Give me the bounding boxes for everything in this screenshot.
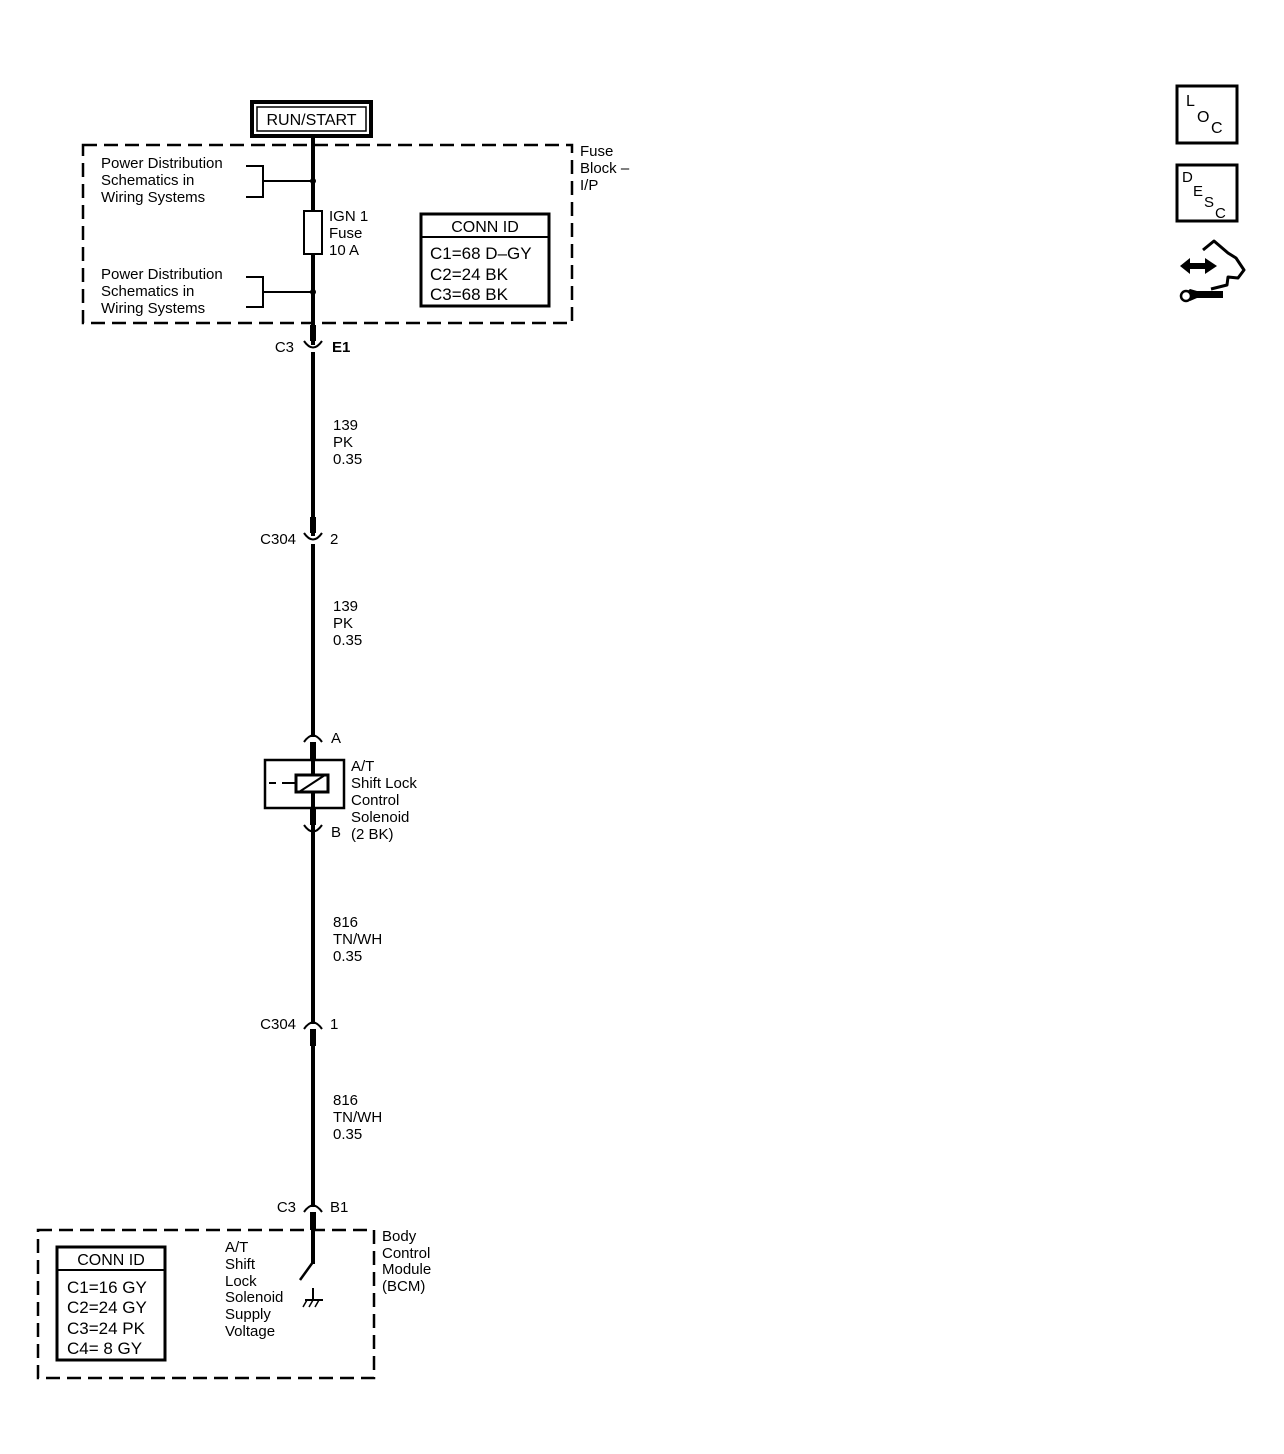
- wire-label-139-lower: 139 PK 0.35: [333, 598, 362, 649]
- svg-text:Schematics in: Schematics in: [101, 172, 194, 189]
- wire-label-139-upper: 139 PK 0.35: [333, 417, 362, 468]
- svg-text:0.35: 0.35: [333, 948, 362, 965]
- svg-text:A/T: A/T: [225, 1239, 248, 1256]
- wire-label-816-upper: 816 TN/WH 0.35: [333, 914, 382, 965]
- svg-text:A/T: A/T: [351, 758, 374, 775]
- svg-text:CONN ID: CONN ID: [451, 219, 519, 236]
- svg-text:0.35: 0.35: [333, 632, 362, 649]
- svg-text:B1: B1: [330, 1199, 348, 1216]
- svg-text:Solenoid: Solenoid: [225, 1289, 283, 1306]
- desc-icon[interactable]: [1175, 163, 1239, 223]
- svg-text:Schematics in: Schematics in: [101, 283, 194, 300]
- svg-text:C2=24 BK: C2=24 BK: [430, 265, 509, 284]
- svg-text:Wiring Systems: Wiring Systems: [101, 300, 205, 317]
- svg-text:A: A: [331, 730, 341, 747]
- svg-text:Fuse: Fuse: [329, 225, 362, 242]
- connector-solenoid-b: B: [303, 809, 341, 841]
- svg-text:C1=16 GY: C1=16 GY: [67, 1278, 147, 1297]
- svg-text:TN/WH: TN/WH: [333, 931, 382, 948]
- svg-text:S: S: [1204, 194, 1214, 211]
- svg-text:L: L: [1186, 93, 1195, 110]
- svg-text:816: 816: [333, 1092, 358, 1109]
- connector-solenoid-a: A: [303, 730, 341, 759]
- svg-text:816: 816: [333, 914, 358, 931]
- connector-c304-pin2: C304 2: [260, 517, 338, 548]
- svg-text:0.35: 0.35: [333, 451, 362, 468]
- svg-text:10 A: 10 A: [329, 242, 359, 259]
- diagnostic-hand-wrench-icon[interactable]: [1179, 239, 1246, 303]
- svg-text:Supply: Supply: [225, 1306, 271, 1323]
- desc-icon-button[interactable]: D E S C: [1175, 163, 1239, 223]
- svg-text:TN/WH: TN/WH: [333, 1109, 382, 1126]
- svg-text:Control: Control: [382, 1245, 430, 1262]
- svg-text:Wiring Systems: Wiring Systems: [101, 189, 205, 206]
- bcm-supply-function: A/T Shift Lock Solenoid Supply Voltage: [225, 1239, 283, 1340]
- svg-text:139: 139: [333, 417, 358, 434]
- run-start-label: RUN/START: [266, 112, 356, 129]
- svg-text:PK: PK: [333, 434, 353, 451]
- ign1-fuse: IGN 1 Fuse 10 A: [303, 208, 368, 259]
- body-control-module: Body Control Module (BCM) CONN ID C1=16 …: [36, 1228, 431, 1380]
- svg-text:139: 139: [333, 598, 358, 615]
- svg-text:Control: Control: [351, 792, 399, 809]
- svg-text:IGN 1: IGN 1: [329, 208, 368, 225]
- svg-text:Power Distribution: Power Distribution: [101, 266, 223, 283]
- svg-text:E1: E1: [332, 339, 350, 356]
- svg-text:C3: C3: [275, 339, 294, 356]
- loc-icon[interactable]: [1175, 84, 1239, 145]
- svg-text:C3: C3: [277, 1199, 296, 1216]
- fuse-block-label-3: I/P: [580, 177, 598, 194]
- fuse-block-label-1: Fuse: [580, 143, 613, 160]
- shift-lock-solenoid: A/T Shift Lock Control Solenoid (2 BK): [263, 758, 417, 843]
- svg-text:PK: PK: [333, 615, 353, 632]
- fuse-block-conn-id: CONN ID C1=68 D–GY C2=24 BK C3=68 BK: [419, 212, 551, 308]
- connector-c3-b1: C3 B1: [277, 1199, 348, 1230]
- connector-c3-e1: C3 E1: [275, 325, 350, 356]
- wire-label-816-lower: 816 TN/WH 0.35: [333, 1092, 382, 1143]
- svg-text:C3=24 PK: C3=24 PK: [67, 1319, 146, 1338]
- svg-text:Module: Module: [382, 1261, 431, 1278]
- fuse-block-label-2: Block –: [580, 160, 630, 177]
- svg-text:Power Distribution: Power Distribution: [101, 155, 223, 172]
- svg-text:O: O: [1197, 109, 1209, 126]
- loc-icon-button[interactable]: L O C: [1175, 84, 1239, 145]
- svg-text:1: 1: [330, 1016, 338, 1033]
- svg-text:C304: C304: [260, 1016, 296, 1033]
- svg-text:0.35: 0.35: [333, 1126, 362, 1143]
- fuse-block: Fuse Block – I/P Power Distribution Sche…: [81, 143, 630, 325]
- svg-text:Solenoid: Solenoid: [351, 809, 409, 826]
- svg-text:C4= 8 GY: C4= 8 GY: [67, 1339, 142, 1358]
- bcm-conn-id: CONN ID C1=16 GY C2=24 GY C3=24 PK C4= 8…: [55, 1245, 167, 1362]
- svg-text:C3=68 BK: C3=68 BK: [430, 285, 509, 304]
- power-distribution-ref-lower: Power Distribution Schematics in Wiring …: [101, 266, 316, 317]
- svg-text:B: B: [331, 824, 341, 841]
- svg-text:C: C: [1215, 205, 1226, 222]
- svg-text:D: D: [1182, 169, 1193, 186]
- svg-text:C2=24 GY: C2=24 GY: [67, 1298, 147, 1317]
- svg-text:C304: C304: [260, 531, 296, 548]
- power-distribution-ref-upper: Power Distribution Schematics in Wiring …: [101, 155, 316, 206]
- svg-text:CONN ID: CONN ID: [77, 1252, 145, 1269]
- svg-text:Shift Lock: Shift Lock: [351, 775, 417, 792]
- svg-text:C1=68 D–GY: C1=68 D–GY: [430, 244, 532, 263]
- svg-text:Shift: Shift: [225, 1256, 256, 1273]
- run-start-source: RUN/START: [250, 100, 373, 138]
- svg-text:C: C: [1211, 120, 1223, 137]
- svg-text:2: 2: [330, 531, 338, 548]
- fuse-block-outline: [81, 143, 574, 325]
- svg-text:Lock: Lock: [225, 1273, 257, 1290]
- svg-text:Voltage: Voltage: [225, 1323, 275, 1340]
- connector-c304-pin1: C304 1: [260, 1016, 338, 1046]
- bcm-outline: [36, 1228, 376, 1380]
- svg-text:(2 BK): (2 BK): [351, 826, 394, 843]
- svg-text:E: E: [1193, 183, 1203, 200]
- bcm-switch-ground-symbol: [298, 1261, 323, 1308]
- svg-text:Body: Body: [382, 1228, 417, 1245]
- svg-text:(BCM): (BCM): [382, 1278, 425, 1295]
